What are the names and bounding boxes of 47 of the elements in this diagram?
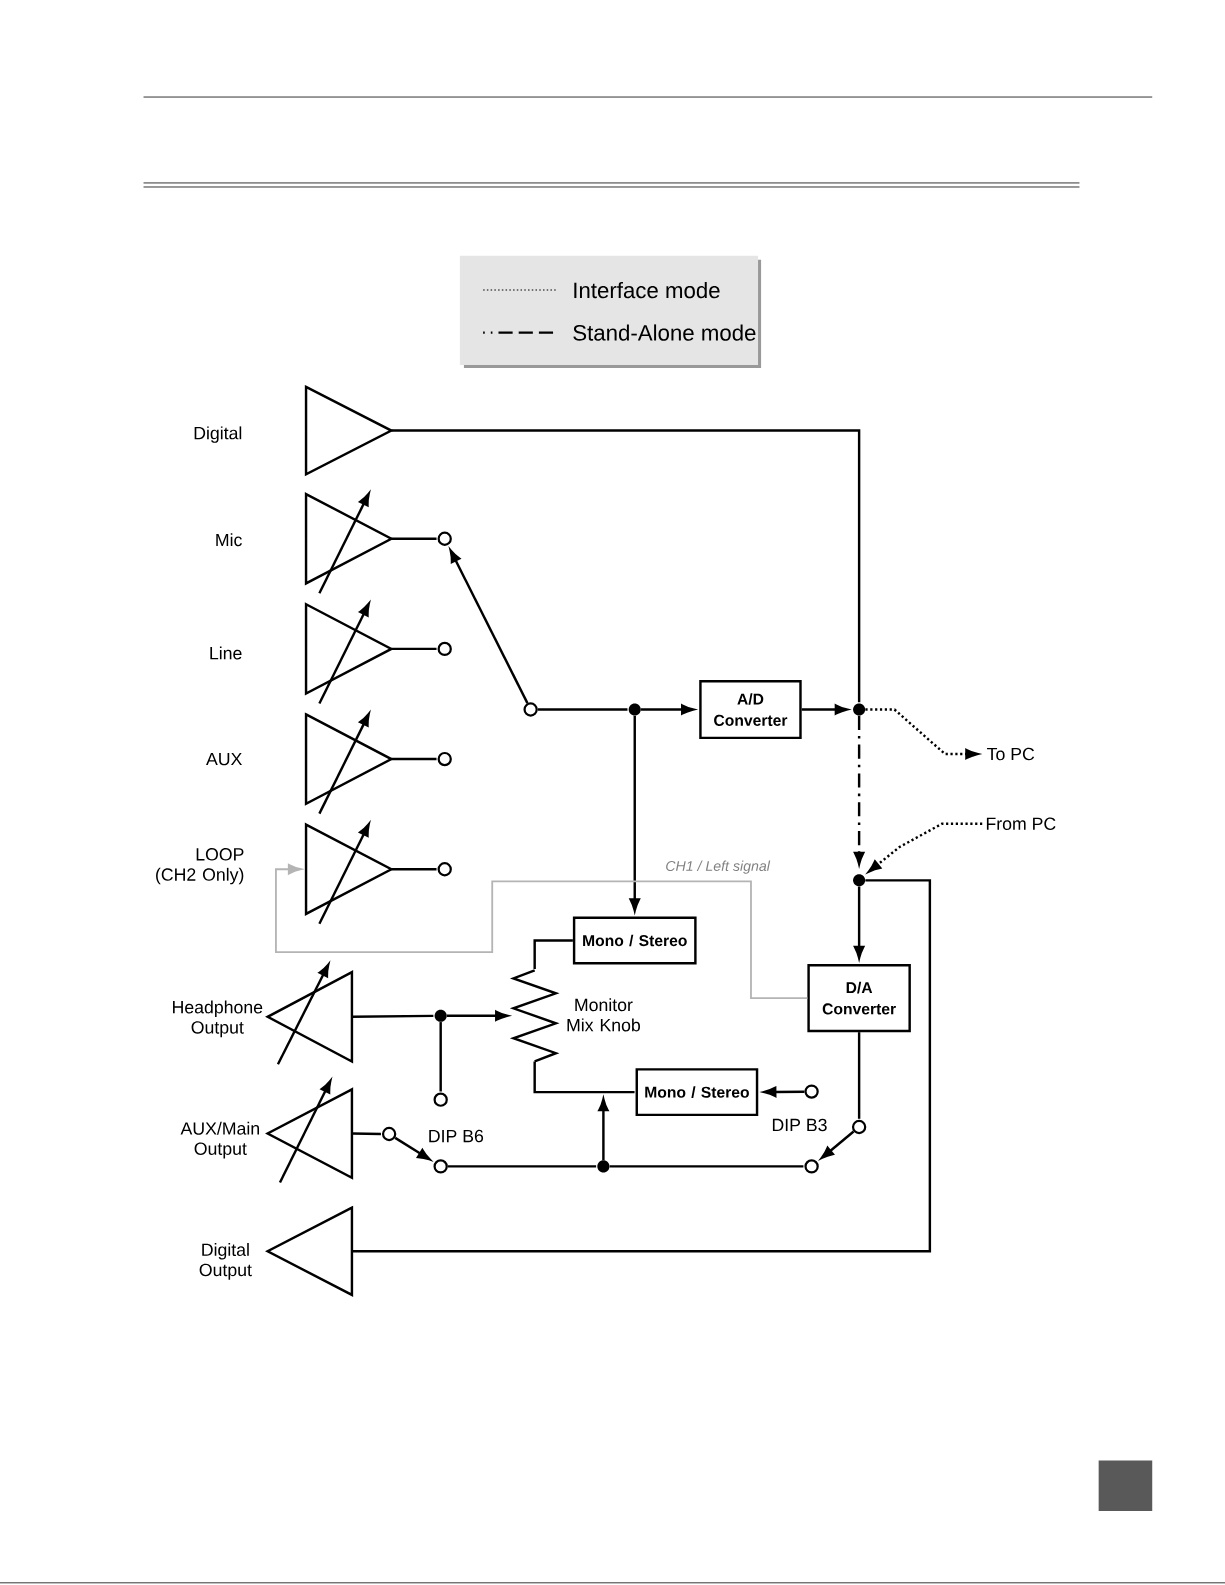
signal-label: AUX: [206, 752, 242, 766]
signal-label: Headphone Output: [173, 1000, 263, 1038]
signal-label: Mic: [216, 533, 242, 547]
signal-line: [351, 1014, 434, 1018]
signal-line: [609, 1165, 804, 1168]
signal-arrow: [865, 708, 979, 760]
signal-line: [391, 757, 437, 761]
signal-label: Monitor Mix Knob: [567, 998, 640, 1032]
amplifier-symbol: [265, 963, 354, 1065]
legend-text: Interface mode: [574, 281, 720, 299]
signal-arrow: [449, 549, 529, 704]
port-label: To PC: [987, 747, 1035, 761]
signal-line: [537, 708, 628, 711]
switch-label: DIP B3: [772, 1118, 827, 1132]
converter-box: D/A Converter: [807, 964, 911, 1033]
signal-line: [391, 868, 437, 871]
signal-label: AUX/Main Output: [180, 1121, 259, 1159]
port-label: From PC: [986, 817, 1056, 830]
amplifier-symbol: [265, 1079, 354, 1184]
signal-line: [391, 429, 861, 703]
amplifier-symbol: [304, 602, 394, 705]
signal-label: Digital Output: [199, 1243, 252, 1280]
signal-line: [533, 1061, 635, 1094]
converter-box: A/D Converter: [699, 680, 802, 740]
switch-label: DIP B6: [429, 1129, 484, 1143]
signal-label: LOOP (CH2 Only): [156, 848, 244, 885]
edge-label: CH1 / Left signal: [664, 859, 771, 875]
signal-line: [857, 1032, 861, 1119]
signal-line: [352, 879, 932, 1253]
legend-text: Stand-Alone mode: [573, 324, 756, 341]
signal-line: [391, 537, 437, 540]
resistor-symbol: [509, 969, 560, 1063]
amplifier-symbol: [304, 492, 394, 594]
signal-label: Digital: [194, 426, 242, 443]
signal-arrow: [394, 1136, 431, 1161]
mode-box: Mono / Stereo: [572, 916, 697, 965]
signal-label: Line: [210, 646, 242, 660]
signal-line: [447, 1165, 597, 1168]
signal-line: [533, 939, 573, 970]
signal-line: [391, 647, 437, 651]
mode-box: Mono / Stereo: [635, 1068, 759, 1117]
signal-arrow: [868, 822, 983, 873]
signal-line: [439, 1022, 442, 1092]
signal-arrow: [275, 863, 809, 999]
signal-line: [351, 1132, 381, 1136]
signal-arrow: [820, 1130, 855, 1159]
signal-arrow: [446, 1010, 509, 1021]
